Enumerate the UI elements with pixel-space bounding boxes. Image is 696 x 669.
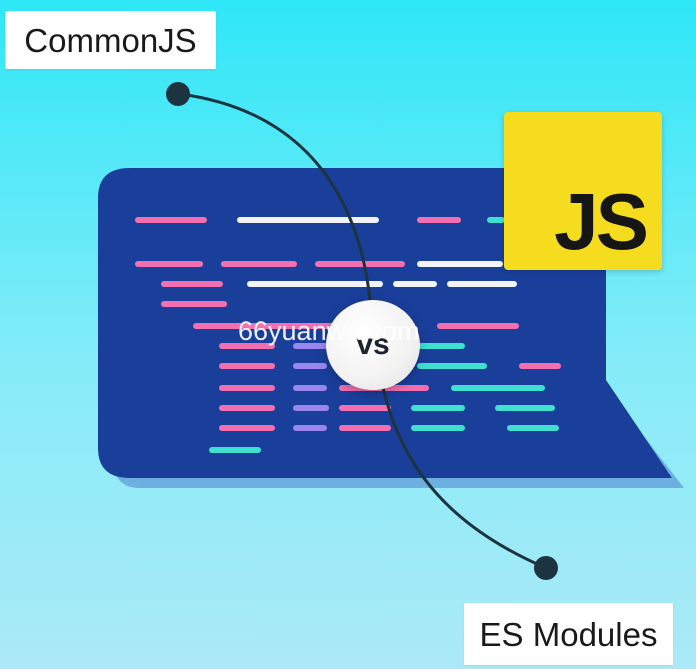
commonjs-label-text: CommonJS (24, 21, 197, 59)
es-modules-label: ES Modules (464, 603, 673, 665)
vs-badge: vs (326, 300, 420, 390)
js-logo-badge: JS (504, 112, 662, 270)
code-lines (135, 217, 561, 453)
vs-badge-text: vs (356, 328, 390, 361)
es-modules-label-text: ES Modules (479, 615, 658, 653)
js-logo-text: JS (554, 177, 649, 266)
connector-start-dot (166, 82, 190, 106)
commonjs-label: CommonJS (5, 11, 216, 69)
connector-end-dot (534, 556, 558, 580)
